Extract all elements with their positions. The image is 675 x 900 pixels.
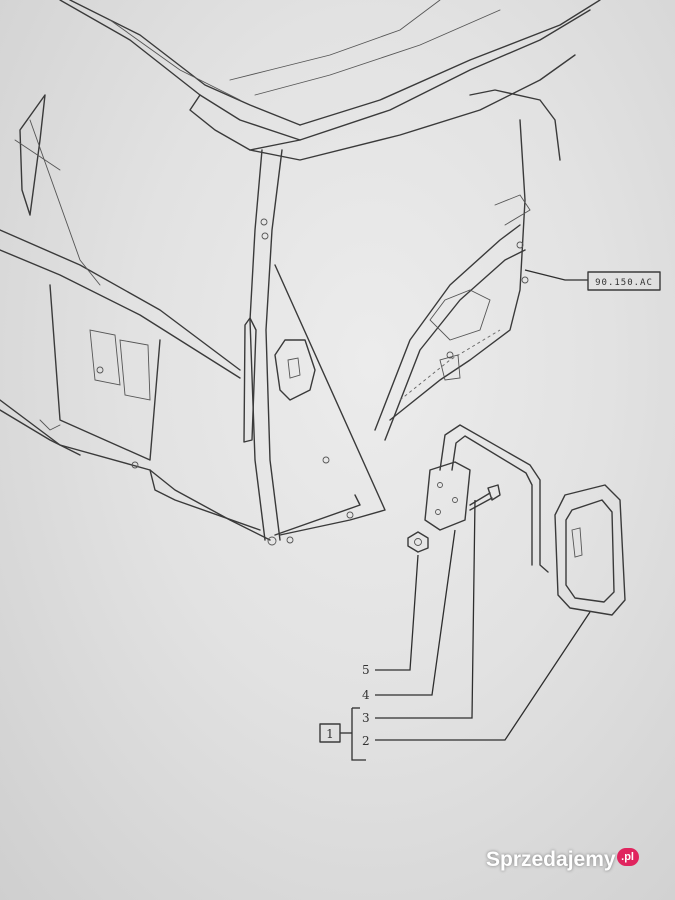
- mirror-arm: [424, 424, 549, 573]
- reference-tag: 90.150.AC: [524, 269, 661, 291]
- cab-right-door: [374, 119, 531, 441]
- callout-2: 2: [362, 734, 370, 748]
- watermark-logo: Sprzedajemy.pl: [486, 848, 639, 872]
- bolt-part: [469, 484, 501, 511]
- callout-4: 4: [362, 688, 370, 702]
- callout-5: 5: [362, 663, 370, 677]
- callout-3: 3: [362, 711, 370, 725]
- cab-front-glass: [274, 264, 386, 544]
- mirror-part: [554, 484, 626, 616]
- cab-a-pillar: [243, 149, 283, 546]
- reference-tag-text: 90.150.AC: [595, 278, 653, 288]
- kit-box: 1: [319, 723, 341, 743]
- cab-left-side: [0, 94, 271, 541]
- callout-numbers: 5 4 3 2: [362, 663, 370, 748]
- watermark-text: Sprzedajemy: [486, 848, 616, 871]
- callout-leaders: [340, 499, 591, 761]
- kit-box-label: 1: [326, 727, 334, 741]
- cab-roof: [59, 0, 601, 161]
- watermark-badge: .pl: [616, 848, 639, 866]
- nut-part: [407, 531, 429, 553]
